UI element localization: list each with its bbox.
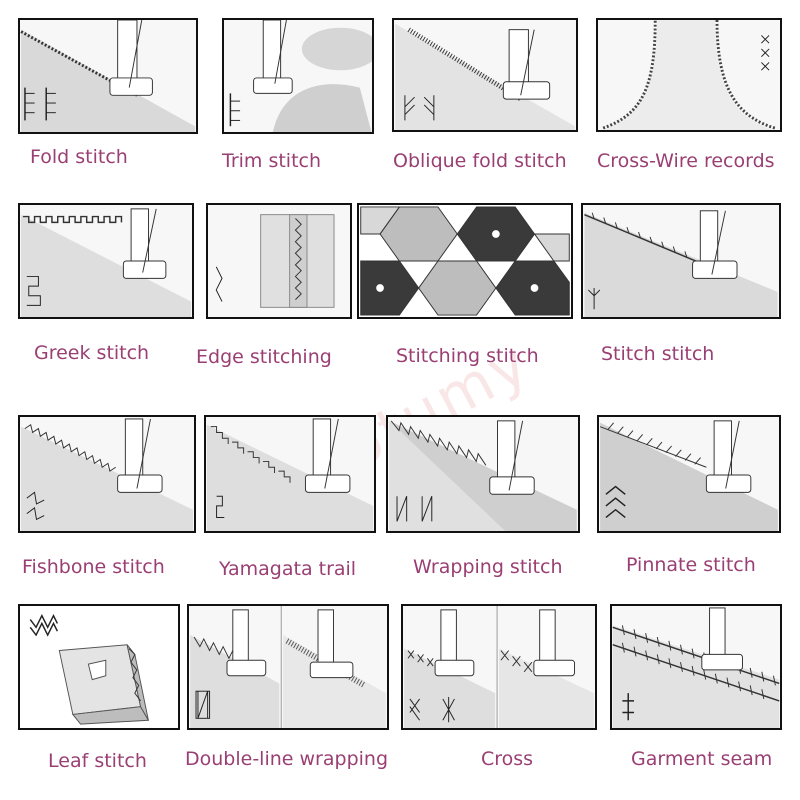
stitch-card-greek <box>18 203 194 319</box>
oblique-fold-stitch-illustration <box>395 23 575 130</box>
fishbone-stitch-illustration <box>21 418 193 531</box>
stitch-card-pinnate <box>597 415 781 533</box>
label-garment-seam: Garment seam <box>631 748 773 770</box>
yamagata-trail-illustration <box>206 418 374 531</box>
stitch-card-garment-seam <box>610 604 782 730</box>
label-edge-stitching: Edge stitching <box>196 346 332 368</box>
stitch-card-cross-wire <box>596 18 782 132</box>
stitch-card-fold <box>18 18 198 134</box>
label-wrapping-stitch: Wrapping stitch <box>413 556 563 578</box>
fold-stitch-illustration <box>20 20 195 132</box>
stitch-card-stitch <box>581 203 781 319</box>
stitching-stitch-illustration <box>360 206 570 316</box>
label-oblique-fold-stitch: Oblique fold stitch <box>393 150 567 172</box>
edge-stitching-illustration <box>215 214 335 308</box>
label-cross: Cross <box>481 748 534 770</box>
stitch-card-edge <box>206 203 352 319</box>
label-double-line-wrapping: Double-line wrapping <box>185 748 389 770</box>
label-cross-wire-records: Cross-Wire records <box>597 150 775 172</box>
greek-stitch-illustration <box>21 208 191 317</box>
stitch-card-double-line-wrapping <box>187 604 389 730</box>
pinnate-stitch-illustration <box>599 420 778 531</box>
stitch-card-fishbone <box>18 415 196 533</box>
double-line-wrapping-illustration <box>190 606 386 728</box>
label-leaf-stitch: Leaf stitch <box>48 750 147 772</box>
label-yamagata-trail: Yamagata trail <box>219 558 357 580</box>
stitch-card-wrapping <box>386 415 580 533</box>
label-stitch-stitch: Stitch stitch <box>601 343 715 365</box>
garment-seam-illustration <box>612 607 780 728</box>
label-stitching-stitch: Stitching stitch <box>396 345 539 367</box>
stitch-card-stitching <box>357 203 573 319</box>
stitch-card-cross <box>401 604 597 730</box>
label-trim-stitch: Trim stitch <box>222 150 322 172</box>
trim-stitch-illustration <box>229 20 372 132</box>
label-fishbone-stitch: Fishbone stitch <box>22 556 165 578</box>
label-pinnate-stitch: Pinnate stitch <box>626 554 756 576</box>
stitch-stitch-illustration <box>584 210 778 317</box>
stitch-card-oblique-fold <box>392 18 578 132</box>
stitch-card-trim <box>222 18 374 134</box>
label-greek-stitch: Greek stitch <box>34 342 150 364</box>
cross-wire-records-illustration <box>602 20 776 130</box>
leaf-stitch-illustration <box>29 614 150 725</box>
label-fold-stitch: Fold stitch <box>30 146 128 168</box>
stitch-card-yamagata <box>204 415 376 533</box>
cross-stitch-illustration <box>404 606 594 728</box>
stitch-card-leaf <box>18 604 180 730</box>
wrapping-stitch-illustration <box>389 420 577 531</box>
